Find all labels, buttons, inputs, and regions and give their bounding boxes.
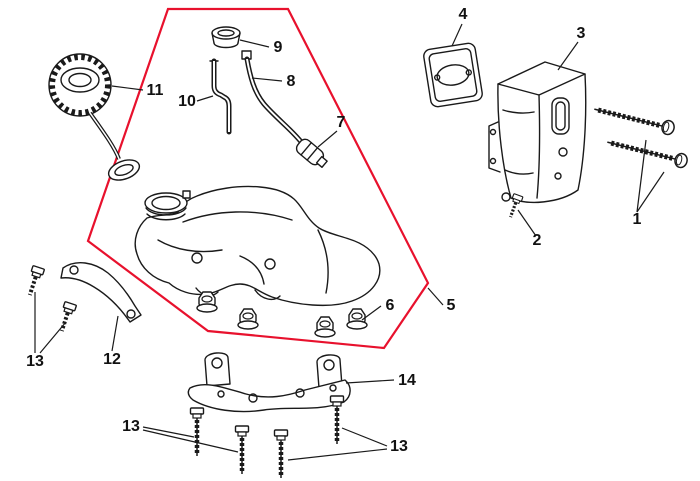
part-label-13b: 13 xyxy=(122,418,140,435)
part-label-9: 9 xyxy=(274,39,283,56)
part-label-6: 6 xyxy=(386,297,395,314)
muffler-screw-2 xyxy=(606,135,689,168)
part-label-4: 4 xyxy=(459,6,468,23)
part-label-13a: 13 xyxy=(26,353,44,370)
part-label-1: 1 xyxy=(633,211,642,228)
fuel-hose-short xyxy=(209,58,232,135)
part-label-2: 2 xyxy=(533,232,542,249)
part-label-3: 3 xyxy=(577,25,586,42)
lower-bolt-4 xyxy=(331,396,344,444)
bracket-bolt-left-2 xyxy=(54,299,79,335)
part-label-11: 11 xyxy=(147,82,164,99)
part-label-7: 7 xyxy=(337,114,346,131)
muffler-screw-1 xyxy=(593,102,676,135)
leader-lines xyxy=(34,23,665,461)
muffler-small-bolt xyxy=(504,191,525,221)
lower-mounting-bracket xyxy=(187,352,351,413)
lower-bolt-1 xyxy=(191,408,204,456)
fuel-tank xyxy=(134,185,381,307)
muffler-gasket xyxy=(423,42,483,108)
grommet xyxy=(211,26,241,49)
fuel-cap xyxy=(48,53,141,181)
support-bracket xyxy=(60,262,142,323)
muffler xyxy=(488,61,587,204)
part-label-14: 14 xyxy=(398,372,416,389)
fuel-hose-long xyxy=(241,50,305,146)
part-label-5: 5 xyxy=(447,297,456,314)
part-labels: 9 11 8 10 7 4 3 1 2 5 6 12 13 14 13 13 xyxy=(26,6,641,455)
lower-bolt-3 xyxy=(275,430,288,478)
highlight-region-outline xyxy=(86,7,430,350)
cap-tether-ring xyxy=(107,159,141,181)
fuel-filter-clunk xyxy=(295,138,328,168)
part-label-8: 8 xyxy=(287,73,296,90)
part-label-12: 12 xyxy=(103,351,121,368)
lower-bolt-2 xyxy=(236,426,249,474)
part-label-10: 10 xyxy=(178,93,196,110)
bracket-bolt-left-1 xyxy=(22,263,47,299)
part-label-13c: 13 xyxy=(390,438,408,455)
